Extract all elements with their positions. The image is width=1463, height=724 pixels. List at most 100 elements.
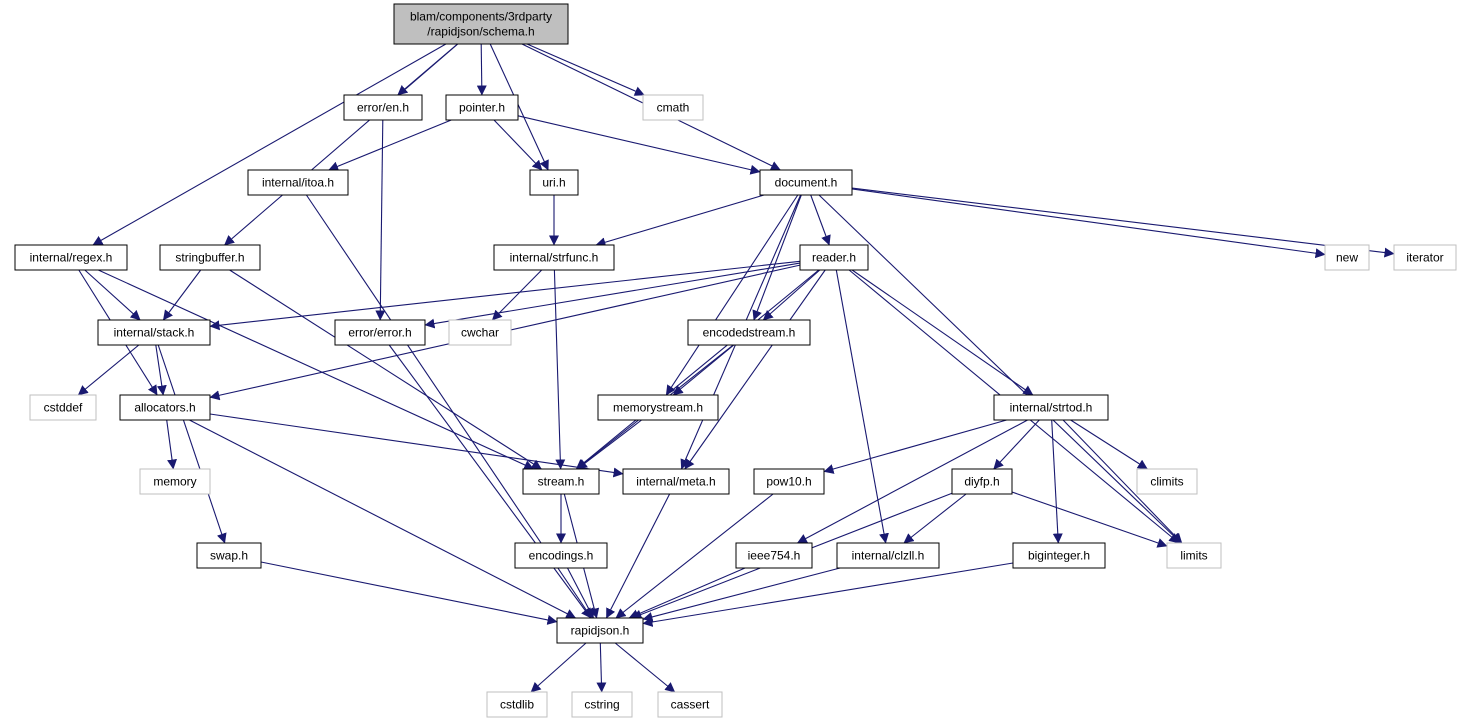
node-label: ieee754.h: [748, 549, 801, 563]
node-box: [139, 468, 211, 495]
node-box: [1393, 244, 1457, 271]
edge-pointer-to-uri: [493, 119, 543, 171]
edge-reader-to-stack: [209, 260, 801, 331]
edge-reader-to-clzll: [835, 269, 889, 544]
node-box: [343, 94, 423, 121]
node-label: cstring: [584, 698, 619, 712]
node-limits: limits: [1166, 542, 1222, 569]
node-box: [571, 691, 633, 718]
edge-document-to-iterator: [851, 187, 1395, 258]
node-box: [556, 617, 644, 644]
node-label: cmath: [657, 101, 690, 115]
node-cassert: cassert: [657, 691, 723, 718]
node-pow10[interactable]: pow10.h: [753, 468, 825, 495]
node-label: encodings.h: [529, 549, 594, 563]
node-swap[interactable]: swap.h: [196, 542, 262, 569]
edge-stringbuffer-to-stream: [229, 269, 542, 470]
node-label: internal/clzll.h: [852, 549, 925, 563]
node-label: climits: [1150, 475, 1183, 489]
node-label: stream.h: [538, 475, 585, 489]
node-box: [687, 319, 811, 346]
node-new: new: [1324, 244, 1370, 271]
node-label: biginteger.h: [1028, 549, 1090, 563]
edge-allocators-to-rapidjson: [189, 419, 577, 619]
node-box: [657, 691, 723, 718]
node-meta[interactable]: internal/meta.h: [622, 468, 730, 495]
node-box: [334, 319, 426, 346]
node-cstdlib: cstdlib: [486, 691, 548, 718]
edge-encodedstream-to-memorystream: [672, 344, 735, 396]
node-box: [951, 468, 1013, 495]
node-error-error[interactable]: error/error.h: [334, 319, 426, 346]
edge-reader-to-stream: [575, 269, 820, 470]
node-box: [1012, 542, 1106, 569]
node-stringbuffer[interactable]: stringbuffer.h: [159, 244, 261, 271]
edges-layer: [77, 43, 1395, 693]
node-clzll[interactable]: internal/clzll.h: [836, 542, 940, 569]
edge-document-to-new: [851, 188, 1326, 259]
node-box: [735, 542, 813, 569]
node-label: document.h: [775, 176, 838, 190]
node-allocators[interactable]: allocators.h: [119, 394, 211, 421]
node-label: pow10.h: [766, 475, 811, 489]
node-label: cwchar: [461, 326, 499, 340]
node-label: memorystream.h: [613, 401, 703, 415]
node-box: [1136, 468, 1198, 495]
node-encodings[interactable]: encodings.h: [514, 542, 608, 569]
edge-stack-to-cstddef: [77, 344, 140, 396]
edge-strfunc-to-stream: [553, 269, 566, 470]
node-box: [196, 542, 262, 569]
edge-document-to-strfunc: [595, 194, 765, 248]
node-error-en[interactable]: error/en.h: [343, 94, 423, 121]
edge-rapidjson-to-cassert: [614, 642, 676, 693]
node-label: internal/strfunc.h: [510, 251, 599, 265]
node-label: limits: [1180, 549, 1207, 563]
node-label: iterator: [1406, 251, 1443, 265]
node-stack[interactable]: internal/stack.h: [97, 319, 211, 346]
node-root[interactable]: blam/components/3rdparty/rapidjson/schem…: [393, 3, 569, 45]
node-box: [1166, 542, 1222, 569]
node-pointer[interactable]: pointer.h: [445, 94, 519, 121]
edge-encodings-to-rapidjson: [567, 567, 594, 619]
edge-regex-to-stack: [84, 269, 141, 321]
edge-strtod-to-climits: [1070, 419, 1148, 470]
edge-reader-to-encodedstream: [762, 269, 821, 321]
node-itoa[interactable]: internal/itoa.h: [247, 169, 349, 196]
node-strtod[interactable]: internal/strtod.h: [993, 394, 1109, 421]
edge-root-to-regex: [92, 43, 447, 246]
node-label: internal/strtod.h: [1010, 401, 1093, 415]
edge-strtod-to-limits: [1062, 419, 1183, 544]
node-document[interactable]: document.h: [759, 169, 853, 196]
node-reader[interactable]: reader.h: [799, 244, 869, 271]
edge-biginteger-to-rapidjson: [642, 562, 1014, 627]
node-stream[interactable]: stream.h: [522, 468, 600, 495]
node-label: internal/regex.h: [30, 251, 113, 265]
edge-reader-to-strtod: [851, 269, 1034, 396]
edge-swap-to-rapidjson: [260, 561, 558, 625]
edge-meta-to-rapidjson: [605, 493, 671, 619]
node-box: [97, 319, 211, 346]
edge-pointer-to-document: [517, 115, 761, 175]
edge-reader-to-error_error: [424, 262, 801, 329]
node-encodedstream[interactable]: encodedstream.h: [687, 319, 811, 346]
node-biginteger[interactable]: biginteger.h: [1012, 542, 1106, 569]
edge-allocators-to-meta: [209, 413, 624, 478]
edge-document-to-reader: [810, 194, 831, 246]
node-ieee754[interactable]: ieee754.h: [735, 542, 813, 569]
edge-document-to-limits: [818, 194, 1182, 544]
node-box: [597, 394, 719, 421]
node-diyfp[interactable]: diyfp.h: [951, 468, 1013, 495]
edge-stringbuffer-to-stack: [162, 269, 202, 321]
node-rapidjson[interactable]: rapidjson.h: [556, 617, 644, 644]
node-memorystream[interactable]: memorystream.h: [597, 394, 719, 421]
node-regex[interactable]: internal/regex.h: [14, 244, 128, 271]
edge-strtod-to-diyfp: [993, 419, 1040, 470]
node-uri[interactable]: uri.h: [529, 169, 579, 196]
node-label: internal/meta.h: [636, 475, 715, 489]
edge-allocators-to-memory: [166, 419, 177, 470]
node-box: [493, 244, 615, 271]
edge-rapidjson-to-cstring: [596, 642, 607, 693]
node-strfunc[interactable]: internal/strfunc.h: [493, 244, 615, 271]
node-box: [393, 3, 569, 45]
node-label: uri.h: [542, 176, 565, 190]
